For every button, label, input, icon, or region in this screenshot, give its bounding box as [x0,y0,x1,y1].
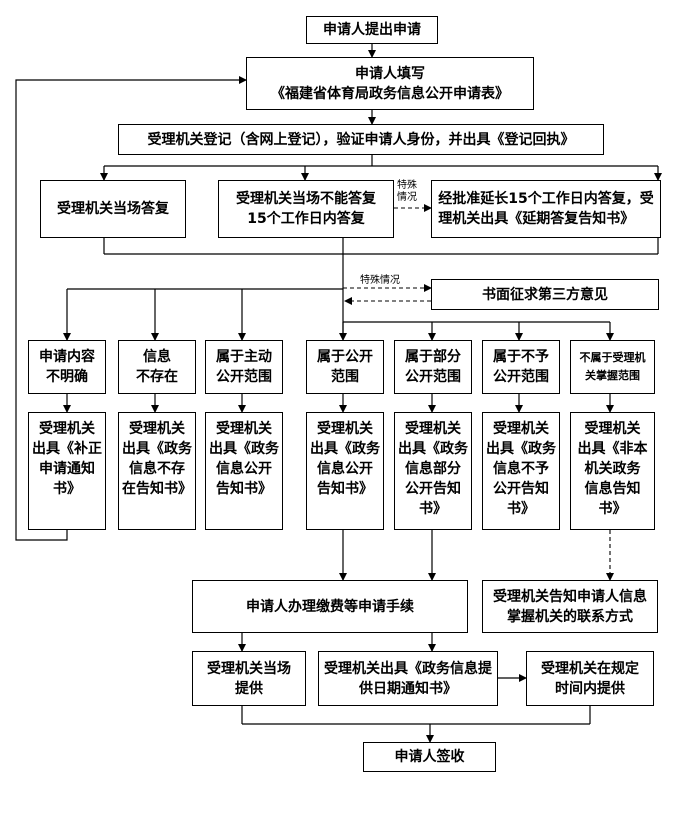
node-provide-date-notice: 受理机关出具《政务信息提 供日期通知书》 [318,651,498,706]
node-not-public-scope: 属于不予 公开范围 [482,340,560,394]
notice-public: 受理机关 出具《政务 信息公开 告知书》 [306,412,384,530]
node-partial-scope: 属于部分 公开范围 [394,340,472,394]
node-fees-procedures: 申请人办理缴费等申请手续 [192,580,468,633]
notice-not-public: 受理机关 出具《政务 信息不予 公开告知 书》 [482,412,560,530]
node-third-party: 书面征求第三方意见 [431,279,659,310]
node-active-disclosure: 属于主动 公开范围 [205,340,283,394]
node-not-exist: 信息 不存在 [118,340,196,394]
node-not-held-scope: 不属于受理机 关掌握范围 [570,340,655,394]
node-content-unclear: 申请内容 不明确 [28,340,106,394]
node-reply-within-15-days: 受理机关当场不能答复 15个工作日内答复 [218,180,394,238]
notice-not-exist: 受理机关 出具《政务 信息不存 在告知书》 [118,412,196,530]
node-apply: 申请人提出申请 [306,16,438,44]
node-provide-on-spot: 受理机关当场 提供 [192,651,306,706]
arrow-loop-back-to-fill [15,76,247,541]
node-sign-receipt: 申请人签收 [363,742,496,772]
node-public-scope: 属于公开 范围 [306,340,384,394]
label-special-case-2: 特殊情况 [360,275,400,286]
node-provide-later: 受理机关在规定 时间内提供 [526,651,654,706]
node-inform-contact: 受理机关告知申请人信息 掌握机关的联系方式 [482,580,658,633]
node-extend-reply: 经批准延长15个工作日内答复，受 理机关出具《延期答复告知书》 [431,180,661,238]
label-special-case-1: 特殊 情况 [397,180,417,203]
node-fill-form: 申请人填写 《福建省体育局政务信息公开申请表》 [246,57,534,110]
node-register: 受理机关登记（含网上登记），验证申请人身份，并出具《登记回执》 [118,124,604,155]
notice-active-disclosure: 受理机关 出具《政务 信息公开 告知书》 [205,412,283,530]
notice-not-held: 受理机关 出具《非本 机关政务 信息告知 书》 [570,412,655,530]
notice-partial: 受理机关 出具《政务 信息部分 公开告知 书》 [394,412,472,530]
notice-correction: 受理机关 出具《补正 申请通知 书》 [28,412,106,530]
node-on-spot-reply: 受理机关当场答复 [40,180,186,238]
